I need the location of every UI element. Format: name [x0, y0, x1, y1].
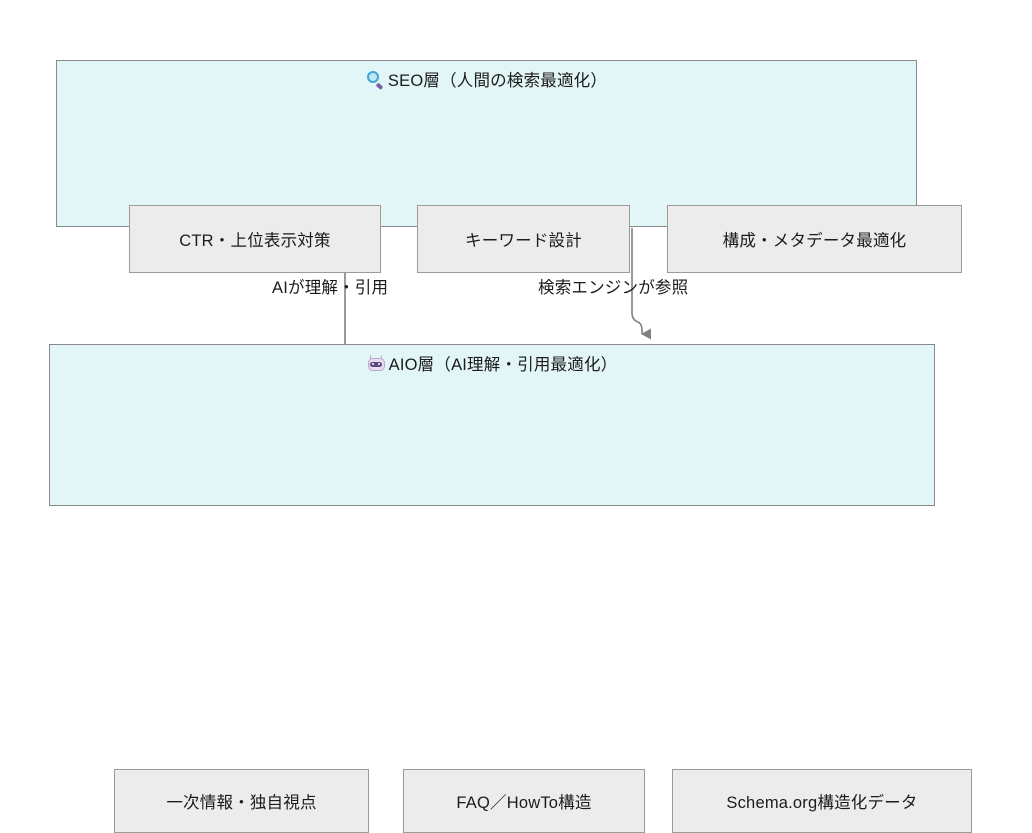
aio-layer-title-text: AIO層（AI理解・引用最適化）	[388, 356, 618, 374]
seo-item-structure-metadata[interactable]: 構成・メタデータ最適化	[667, 205, 962, 273]
aio-item-schema-org[interactable]: Schema.org構造化データ	[672, 769, 972, 833]
robot-icon	[367, 354, 386, 373]
seo-item-label: CTR・上位表示対策	[179, 232, 331, 250]
seo-layer-panel: SEO層（人間の検索最適化） CTR・上位表示対策 キーワード設計 構成・メタデ…	[56, 60, 962, 273]
seo-item-keyword-design[interactable]: キーワード設計	[417, 205, 630, 273]
connector-label-seo-to-aio: 検索エンジンが参照	[538, 279, 689, 297]
diagram-canvas: SEO層（人間の検索最適化） CTR・上位表示対策 キーワード設計 構成・メタデ…	[49, 60, 972, 833]
seo-item-ctr-ranking[interactable]: CTR・上位表示対策	[129, 205, 381, 273]
aio-layer-title: AIO層（AI理解・引用最適化）	[50, 353, 934, 379]
aio-item-label: Schema.org構造化データ	[726, 794, 918, 812]
aio-item-primary-info[interactable]: 一次情報・独自視点	[114, 769, 369, 833]
seo-item-label: 構成・メタデータ最適化	[722, 232, 907, 250]
connector-label-aio-to-seo: AIが理解・引用	[272, 279, 389, 297]
magnifier-icon	[366, 70, 385, 90]
aio-item-label: FAQ／HowTo構造	[456, 794, 592, 812]
seo-layer-title-text: SEO層（人間の検索最適化）	[387, 72, 608, 90]
aio-layer-panel: AIO層（AI理解・引用最適化） 一次情報・独自視点 FAQ／HowTo構造 S…	[49, 344, 972, 833]
seo-item-label: キーワード設計	[465, 232, 582, 250]
aio-item-label: 一次情報・独自視点	[166, 794, 317, 812]
seo-layer-title: SEO層（人間の検索最適化）	[57, 69, 916, 95]
aio-item-faq-howto[interactable]: FAQ／HowTo構造	[403, 769, 645, 833]
